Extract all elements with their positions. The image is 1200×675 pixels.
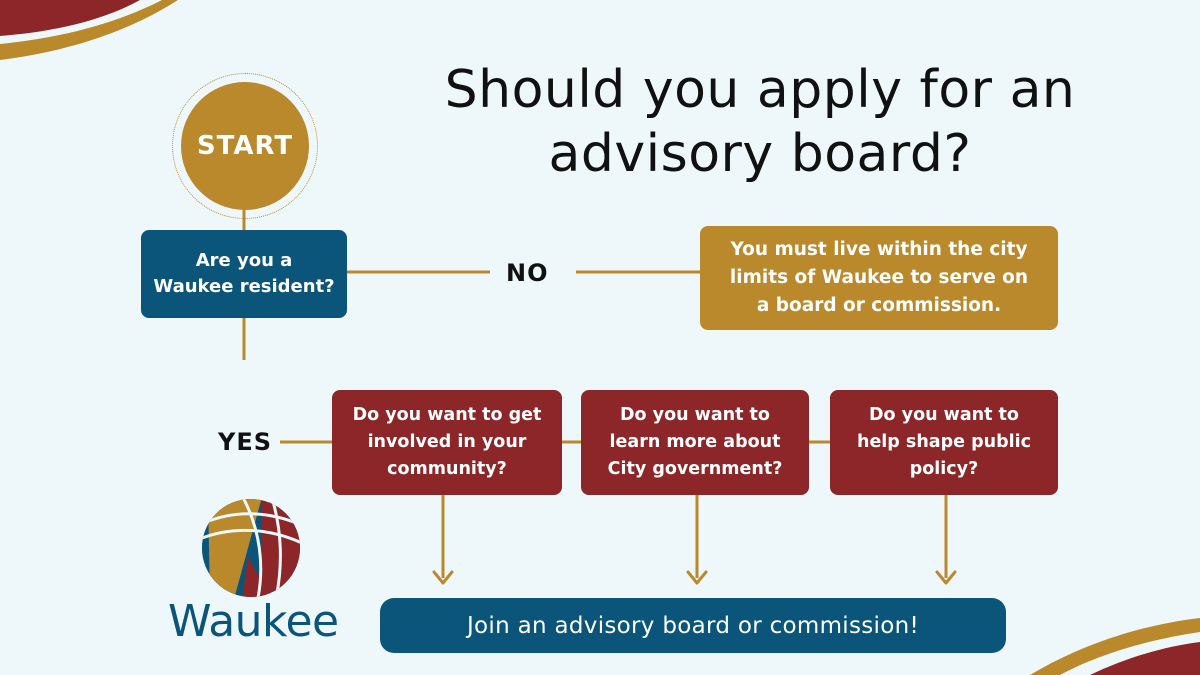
- corner-swoosh-bottom-right: [1030, 618, 1200, 675]
- arrowhead-policy: [935, 570, 957, 585]
- arrowhead-learn: [686, 570, 708, 585]
- join-board-node: Join an advisory board or commission!: [380, 598, 1006, 653]
- start-node: START: [172, 73, 318, 219]
- resident-question-node: Are you a Waukee resident?: [141, 230, 347, 318]
- start-label: START: [181, 82, 309, 210]
- waukee-wordmark: Waukee: [168, 596, 339, 647]
- edge-label-no: NO: [506, 259, 549, 287]
- waukee-logo-icon: [202, 499, 300, 597]
- page-title: Should you apply for an advisory board?: [444, 60, 1076, 184]
- involved-question-node: Do you want to get involved in your comm…: [332, 390, 562, 495]
- policy-question-node: Do you want to help shape public policy?: [830, 390, 1058, 495]
- corner-swoosh-top-left: [0, 0, 178, 60]
- learn-question-node: Do you want to learn more about City gov…: [581, 390, 809, 495]
- arrowhead-involved: [432, 570, 454, 585]
- edge-label-yes: YES: [218, 428, 273, 456]
- must-live-node: You must live within the city limits of …: [700, 226, 1058, 330]
